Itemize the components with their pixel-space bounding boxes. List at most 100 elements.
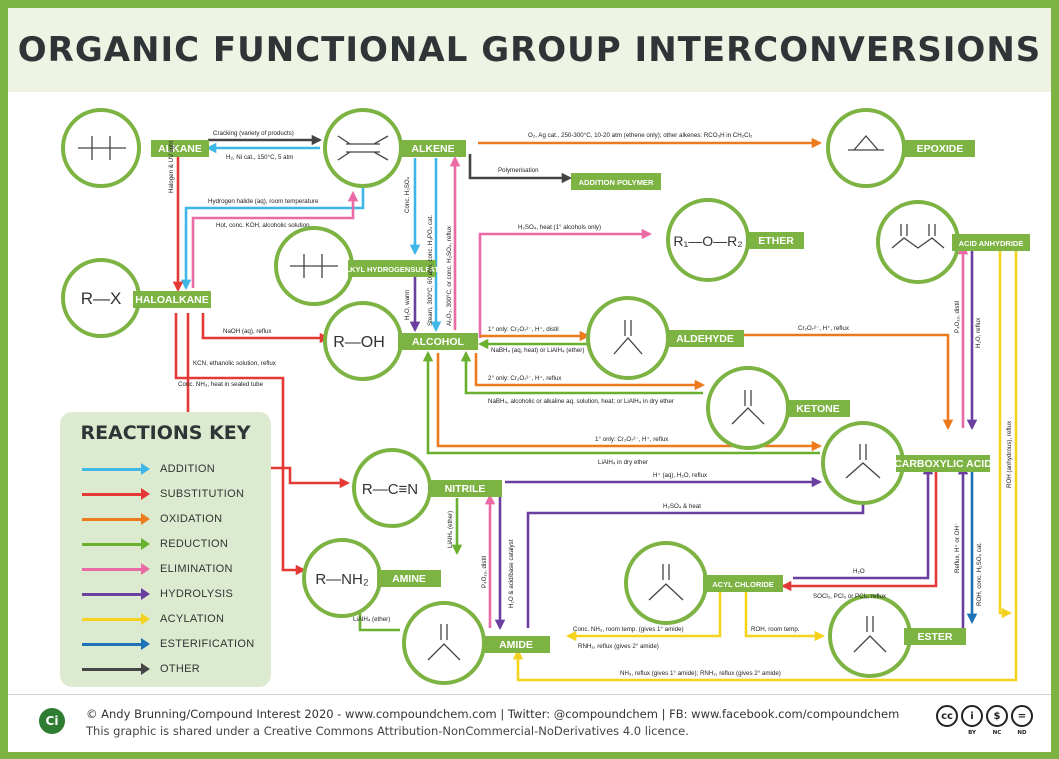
condition-ald-to-acid: Cr₂O₇²⁻, H⁺, reflux — [798, 325, 850, 332]
reaction-arrows — [172, 134, 1018, 682]
ester-skeleton — [853, 616, 887, 653]
alcohol-label-box — [398, 333, 478, 350]
condition-nh3-amide: Conc. NH₃, room temp. (gives 1° amide) — [573, 626, 684, 633]
key-label: OTHER — [160, 663, 200, 675]
ether-node: ETHER — [666, 198, 804, 282]
amide-structure-circle — [402, 601, 486, 685]
attribution-icon: i — [961, 705, 983, 727]
key-label: ELIMINATION — [160, 563, 233, 575]
naoh-arrow — [201, 313, 331, 344]
acyl-chloride-label-box — [703, 575, 783, 592]
key-arrow-icon — [82, 562, 150, 575]
credit-line: © Andy Brunning/Compound Interest 2020 -… — [86, 707, 900, 721]
ketone-oxidation-arrow — [474, 353, 706, 391]
alkane-label-box — [151, 140, 209, 157]
condition-esterification: ROH, conc. H₂SO₄ cat. — [976, 542, 983, 606]
aldehyde-skeleton — [613, 320, 643, 355]
condition-amide-to-nitrile: H₂O & acid/base catalyst — [508, 539, 515, 608]
reaction-diagram: ALKANE ALKENE EPOXIDE ADDITION POLYMER ALKYL… — [61, 108, 1030, 685]
polymerisation-arrow — [468, 154, 573, 184]
key-arrow-icon — [82, 462, 150, 475]
condition-p4o10-distil: P₄O₁₀, distil — [954, 301, 961, 333]
cc-licence-badges: cc i $ = — [936, 705, 1033, 727]
condition-ox-acid: 1° only: Cr₂O₇²⁻, H⁺, reflux — [595, 436, 669, 443]
ester-label: ESTER — [917, 631, 952, 643]
key-row-reduction: REDUCTION — [82, 534, 228, 554]
epoxide-node: EPOXIDE — [826, 108, 975, 188]
alkyl-hydrogensulfate-label: ALKYL HYDROGENSULFATE — [340, 265, 444, 274]
ether-formula: R₁—O—R₂ — [673, 233, 742, 249]
acyl-to-amide-arrow — [565, 583, 722, 642]
condition-h2o-warm: H₂O, warm — [404, 290, 411, 320]
ketone-node: KETONE — [706, 366, 850, 450]
anhydride-to-ester-arrow — [998, 244, 1013, 619]
condition-cracking: Cracking (variety of products) — [213, 130, 294, 137]
key-row-elimination: ELIMINATION — [82, 559, 233, 579]
cc-label-nc: NC — [992, 730, 1002, 736]
amine-node: AMINE — [302, 538, 441, 618]
addition-polymer-node: ADDITION POLYMER — [571, 173, 661, 190]
ester-node: ESTER — [828, 594, 966, 678]
footer: Ci © Andy Brunning/Compound Interest 202… — [8, 694, 1051, 752]
anhydride-to-amide-arrow — [512, 244, 1018, 682]
amine-formula: R—NH₂ — [315, 571, 368, 588]
condition-conc-h2so4: Conc. H₂SO₄ — [404, 176, 411, 213]
ketone-label-box — [786, 400, 850, 417]
acyl-formation-arrow — [780, 466, 938, 592]
haloalkane-label: HALOALKANE — [135, 294, 209, 306]
condition-naoh: NaOH (aq), reflux — [223, 328, 272, 335]
carboxylic-acid-label-box — [896, 455, 990, 472]
key-arrow-icon — [82, 537, 150, 550]
condition-h2o-reflux: H₂O, reflux — [975, 317, 982, 348]
condition-hydrogen-halide: Hydrogen halide (aq), room temperature — [208, 198, 319, 205]
condition-red-aldehyde: NaBH₄ (aq, heat) or LiAlH₄ (ether) — [491, 347, 584, 354]
key-arrow-icon — [82, 512, 150, 525]
epoxide-label-box — [905, 140, 975, 157]
key-row-oxidation: OXIDATION — [82, 509, 222, 529]
acyl-chloride-node: ACYL CHLORIDE — [624, 541, 783, 625]
condition-epoxidation: O₂, Ag cat., 250-300°C, 10-20 atm (ethen… — [528, 132, 753, 139]
alkane-skeleton — [78, 136, 126, 160]
key-label: REDUCTION — [160, 538, 229, 550]
condition-acyl-form: SOCl₂, PCl₃ or PCl₅, reflux — [813, 593, 887, 600]
key-arrow-icon — [82, 587, 150, 600]
ester-label-box — [904, 628, 966, 645]
amide-label-box — [482, 636, 550, 653]
key-row-hydrolysis: HYDROLYSIS — [82, 584, 233, 604]
aldehyde-node: ALDEHYDE — [586, 296, 744, 380]
condition-polymerisation: Polymerisation — [498, 167, 539, 174]
key-label: OXIDATION — [160, 513, 223, 525]
haloalkane-formula: R—X — [81, 289, 122, 308]
koh-elimination-arrow — [191, 190, 359, 288]
alkene-label: ALKENE — [411, 143, 454, 155]
condition-nitrile-hydrolysis: H⁺ (aq), H₂O, reflux — [653, 472, 708, 479]
haloalkane-label-box — [133, 291, 211, 308]
condition-acyl-h2o: H₂O — [853, 568, 865, 575]
nitrile-node: NITRILE — [352, 448, 502, 528]
ketone-skeleton — [731, 390, 765, 425]
ether-label: ETHER — [758, 235, 794, 247]
condition-ox-ketone: 2° only: Cr₂O₇²⁻, H⁺, reflux — [488, 375, 562, 382]
condition-amide-hydrolysis: H₂SO₄ & heat — [663, 503, 701, 510]
epoxide-skeleton — [848, 135, 884, 151]
key-row-acylation: ACYLATION — [82, 609, 224, 629]
carboxylic-acid-skeleton — [845, 444, 881, 479]
alcohol-formula: R—OH — [333, 334, 385, 351]
addition-polymer-label-box — [571, 173, 661, 190]
carboxylic-acid-label: CARBOXYLIC ACID — [894, 458, 992, 470]
infographic-frame: ORGANIC FUNCTIONAL GROUP INTERCONVERSION… — [8, 8, 1051, 752]
acid-anhydride-node: ACID ANHYDRIDE — [876, 200, 1030, 284]
key-label: ACYLATION — [160, 613, 225, 625]
haloalkane-node: HALOALKANE — [61, 258, 211, 338]
alcohol-label: ALCOHOL — [412, 336, 464, 348]
acid-reduction-arrow — [422, 350, 820, 455]
carboxylic-acid-node: CARBOXYLIC ACID — [821, 421, 992, 505]
cc-label-by: BY — [968, 730, 976, 736]
alkane-node: ALKANE — [61, 108, 209, 188]
title-bar: ORGANIC FUNCTIONAL GROUP INTERCONVERSION… — [8, 8, 1051, 92]
ketone-label: KETONE — [796, 403, 840, 415]
condition-amide-dehyd: P₄O₁₀, distil — [481, 556, 488, 588]
condition-amide-red: LiAlH₄ (ether) — [353, 616, 390, 623]
condition-ester-hyd: Reflux, H⁺ or OH⁻ — [954, 523, 961, 573]
